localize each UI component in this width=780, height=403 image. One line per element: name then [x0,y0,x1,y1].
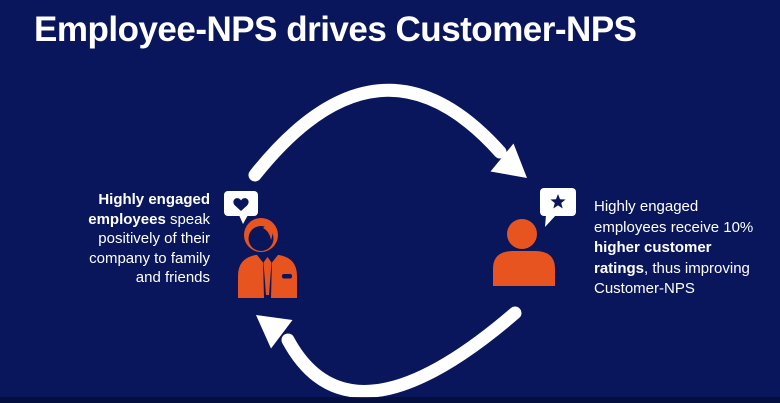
cycle-arrow-bottom [281,306,522,398]
heart-icon [233,198,249,211]
employee-person-icon [224,191,297,298]
star-speech-bubble-icon [540,188,576,227]
hair-swoosh [263,225,273,240]
star-icon [550,194,566,209]
cycle-arrow-top-head-icon [490,143,527,178]
customer-figure [493,219,555,286]
heart-speech-bubble-icon [224,191,258,224]
bottom-edge-shadow [0,397,780,403]
customer-person-icon [493,188,576,286]
cycle-arrow-top [248,83,507,182]
tie [263,257,272,295]
employee-figure [238,218,297,298]
page-title: Employee-NPS drives Customer-NPS [34,10,637,49]
cycle-arrow-bottom-head-icon [256,315,293,349]
pocket-square [282,274,292,279]
